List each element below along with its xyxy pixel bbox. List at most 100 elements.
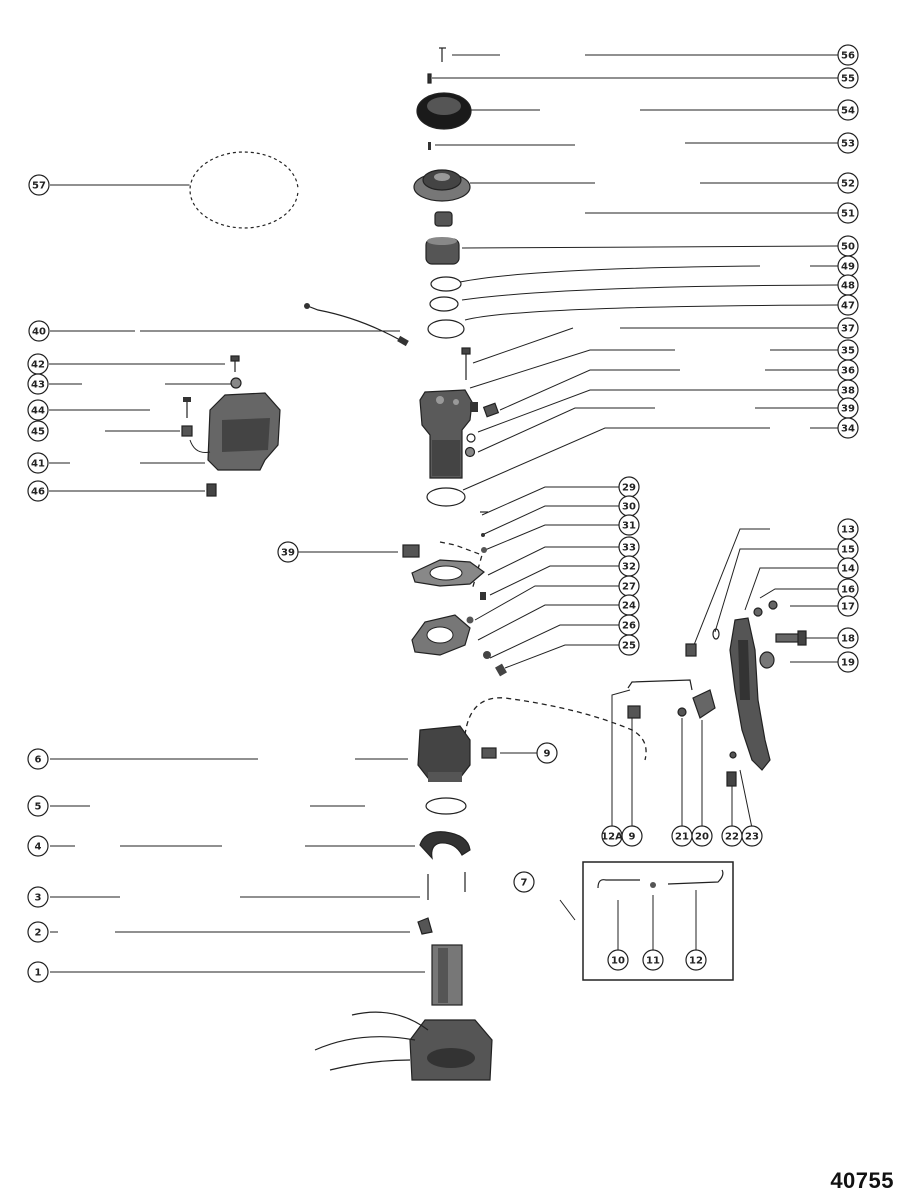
- part-cable-40: [304, 303, 409, 347]
- part-fitting-9-right: [481, 747, 497, 759]
- callout-20: 20: [691, 825, 713, 847]
- callout-4: 4: [27, 835, 49, 857]
- part-plug-46: [206, 483, 217, 497]
- callout-9: 9: [621, 825, 643, 847]
- part-small-parts-29-31: [480, 511, 488, 600]
- svg-text:45: 45: [31, 427, 45, 438]
- svg-text:24: 24: [622, 601, 636, 612]
- callout-42: 42: [27, 353, 49, 375]
- part-fitting-20: [692, 689, 716, 719]
- part-cap-54: [416, 92, 472, 130]
- callout-54: 54: [837, 99, 859, 121]
- callout-1: 1: [27, 961, 49, 983]
- svg-text:46: 46: [31, 487, 45, 498]
- callout-31: 31: [618, 514, 640, 536]
- svg-text:13: 13: [841, 525, 855, 536]
- part-clip-2: [417, 917, 433, 935]
- svg-text:10: 10: [611, 956, 625, 967]
- svg-text:18: 18: [841, 634, 855, 645]
- callout-21: 21: [671, 825, 693, 847]
- part-fitting-22: [726, 771, 737, 787]
- callout-15: 15: [837, 538, 859, 560]
- part-nut-23: [729, 751, 737, 759]
- callout-6: 6: [27, 748, 49, 770]
- part-belt-57: [189, 151, 299, 229]
- callout-51: 51: [837, 202, 859, 224]
- part-housing-cap-52: [413, 169, 471, 202]
- part-bolt-56: [439, 47, 446, 62]
- callout-36: 36: [837, 359, 859, 381]
- svg-text:9: 9: [544, 749, 551, 760]
- svg-text:55: 55: [841, 74, 855, 85]
- callout-2: 2: [27, 921, 49, 943]
- svg-text:19: 19: [841, 658, 855, 669]
- callout-25: 25: [618, 634, 640, 656]
- part-fitting-33: [402, 544, 420, 558]
- svg-text:51: 51: [841, 209, 855, 220]
- svg-text:39: 39: [281, 548, 295, 559]
- svg-text:35: 35: [841, 346, 855, 357]
- callout-55: 55: [837, 67, 859, 89]
- callout-11: 11: [642, 949, 664, 971]
- svg-text:54: 54: [841, 106, 855, 117]
- callout-46: 46: [27, 480, 49, 502]
- callout-19: 19: [837, 651, 859, 673]
- callout-5: 5: [27, 795, 49, 817]
- svg-text:30: 30: [622, 502, 636, 513]
- part-bolt-13: [685, 643, 697, 657]
- svg-text:15: 15: [841, 545, 855, 556]
- part-cylinder-housing: [419, 389, 478, 479]
- svg-text:37: 37: [841, 324, 855, 335]
- callout-32: 32: [618, 555, 640, 577]
- svg-text:20: 20: [695, 832, 709, 843]
- callout-53: 53: [837, 132, 859, 154]
- part-oring-38: [466, 433, 476, 443]
- callout-26: 26: [618, 614, 640, 636]
- svg-text:31: 31: [622, 521, 636, 532]
- svg-text:57: 57: [32, 181, 46, 192]
- svg-text:26: 26: [622, 621, 636, 632]
- part-bracket-41: [189, 392, 281, 471]
- svg-text:21: 21: [675, 832, 689, 843]
- callout-39: 39: [837, 397, 859, 419]
- part-fitting-9: [627, 705, 641, 719]
- callout-12A: 12A: [601, 825, 623, 847]
- svg-text:39: 39: [841, 404, 855, 415]
- svg-text:47: 47: [841, 301, 855, 312]
- callout-10: 10: [607, 949, 629, 971]
- svg-text:14: 14: [841, 564, 855, 575]
- svg-text:12: 12: [689, 956, 703, 967]
- part-oring-49: [430, 276, 462, 292]
- callout-34: 34: [837, 417, 859, 439]
- part-oring-47: [427, 319, 465, 339]
- callout-43: 43: [27, 373, 49, 395]
- svg-text:50: 50: [841, 242, 855, 253]
- svg-text:3: 3: [35, 893, 42, 904]
- svg-text:27: 27: [622, 582, 636, 593]
- dashed-hose-lines: [439, 541, 647, 761]
- svg-text:1: 1: [35, 968, 42, 979]
- svg-text:5: 5: [35, 802, 42, 813]
- callout-22: 22: [721, 825, 743, 847]
- part-pin-55: [427, 73, 432, 84]
- svg-text:36: 36: [841, 366, 855, 377]
- callout-37: 37: [837, 317, 859, 339]
- inset-box: [582, 861, 734, 981]
- callout-44: 44: [27, 399, 49, 421]
- svg-text:6: 6: [35, 755, 42, 766]
- drawing-number: 40755: [830, 1168, 894, 1193]
- callout-57: 57: [28, 174, 50, 196]
- part-lever-arm-14: [729, 617, 771, 771]
- part-bolt-44: [183, 397, 191, 418]
- svg-text:48: 48: [841, 281, 855, 292]
- svg-text:7: 7: [521, 878, 528, 889]
- callout-39-left: 39: [277, 541, 299, 563]
- callout-45: 45: [27, 420, 49, 442]
- svg-text:44: 44: [31, 406, 45, 417]
- part-oring-5: [425, 797, 467, 815]
- svg-text:34: 34: [841, 424, 855, 435]
- part-nut-16: [753, 607, 763, 617]
- part-nut-17: [768, 600, 778, 610]
- svg-text:32: 32: [622, 562, 636, 573]
